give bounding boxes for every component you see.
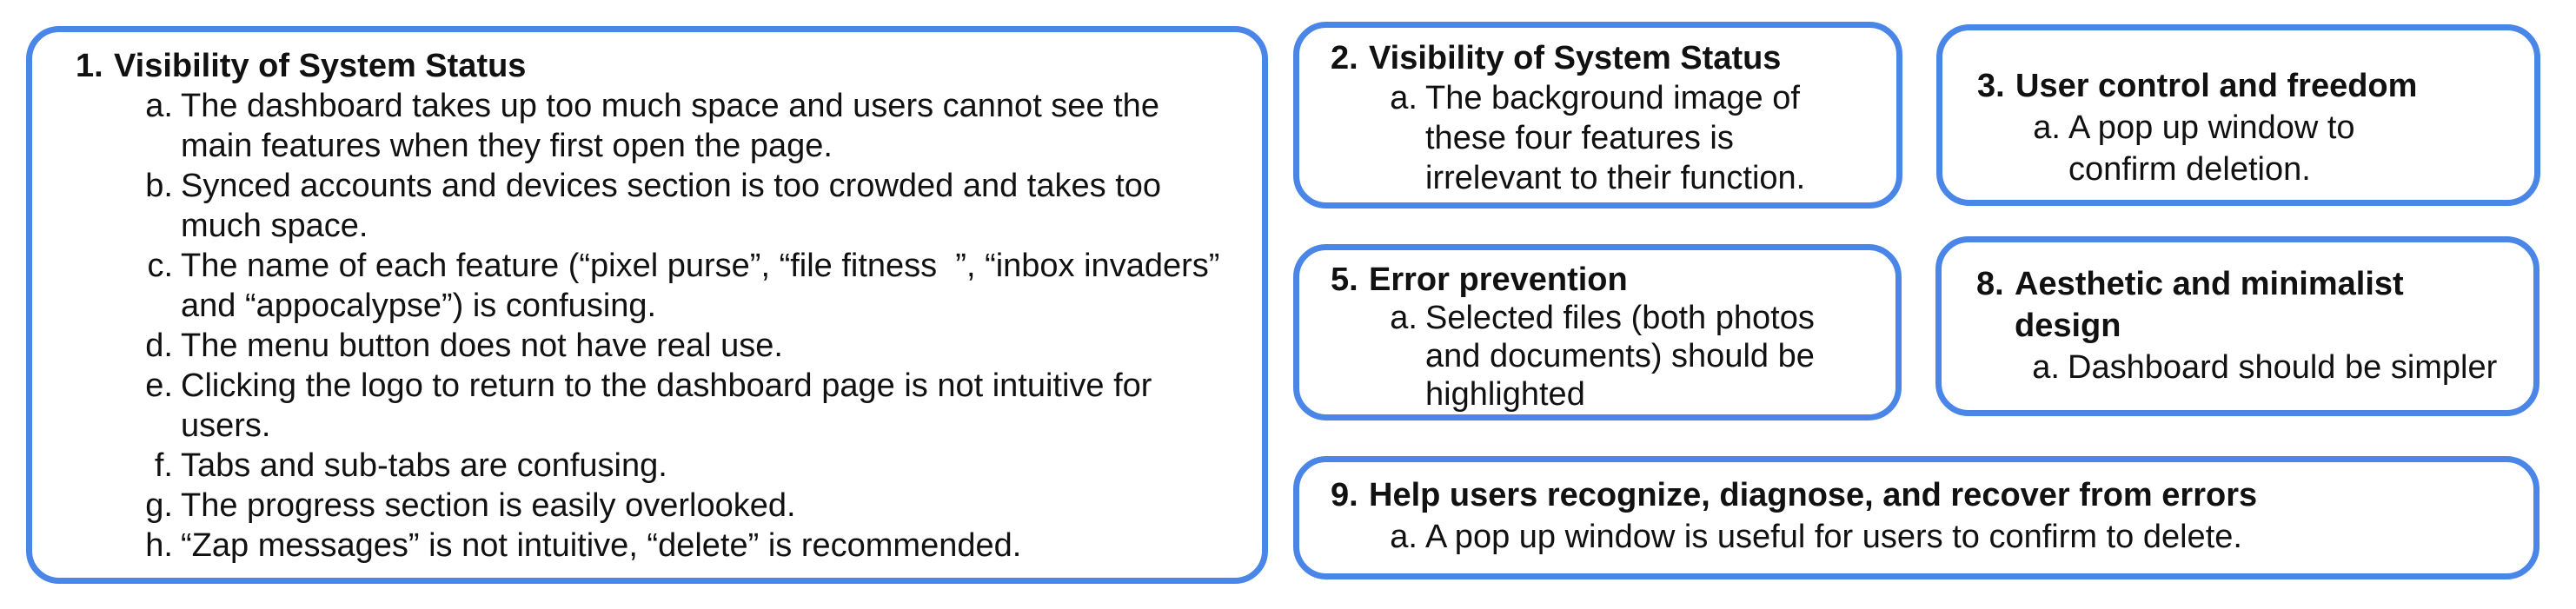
item-text: “Zap messages” is not intuitive, “delete… xyxy=(181,527,1022,564)
box-number: 2. xyxy=(1331,40,1358,76)
item-marker: a. xyxy=(1390,300,1417,336)
item-text: A pop up window to confirm deletion. xyxy=(2068,109,2365,188)
item-text: A pop up window is useful for users to c… xyxy=(1425,519,2242,555)
list-item: e. Clicking the logo to return to the da… xyxy=(138,366,1227,446)
item-marker: d. xyxy=(145,328,173,364)
item-marker: a. xyxy=(145,88,173,124)
box-title: Visibility of System Status xyxy=(1369,40,1782,76)
item-text: Dashboard should be simpler xyxy=(2068,349,2498,386)
list-item: a. The background image of these four fe… xyxy=(1383,78,1870,198)
heuristic-box-8-aesthetic-and-minimalist-design: 8. Aesthetic and minimalist design a. Da… xyxy=(1935,236,2539,416)
box-number: 3. xyxy=(1977,68,2005,104)
box-item-list: a. A pop up window to confirm deletion. xyxy=(2026,107,2465,190)
item-text: Synced accounts and devices section is t… xyxy=(181,168,1171,244)
heuristic-box-2-visibility-of-system-status: 2. Visibility of System Status a. The ba… xyxy=(1293,22,1902,209)
box-title: Visibility of System Status xyxy=(114,48,527,84)
item-text: Tabs and sub-tabs are confusing. xyxy=(181,447,667,484)
item-marker: a. xyxy=(1390,519,1417,555)
item-marker: f. xyxy=(154,447,173,484)
box-item-list: a. Selected files (both photos and docum… xyxy=(1383,299,1869,414)
item-marker: c. xyxy=(147,248,173,284)
item-text: Clicking the logo to return to the dashb… xyxy=(181,367,1162,444)
item-marker: b. xyxy=(145,168,173,204)
item-text: Selected files (both photos and document… xyxy=(1425,300,1824,413)
item-text: The dashboard takes up too much space an… xyxy=(181,88,1169,164)
box-title: Error prevention xyxy=(1369,261,1628,298)
list-item: a. The dashboard takes up too much space… xyxy=(138,86,1227,166)
item-marker: g. xyxy=(145,487,173,524)
item-marker: a. xyxy=(2032,349,2060,386)
box-number: 1. xyxy=(76,48,103,84)
list-item: d. The menu button does not have real us… xyxy=(138,326,1227,366)
box-title-row: 8. Aesthetic and minimalist design xyxy=(1976,263,2516,347)
box-item-list: a. The background image of these four fe… xyxy=(1383,78,1870,198)
heuristic-box-5-error-prevention: 5. Error prevention a. Selected files (b… xyxy=(1293,244,1902,420)
box-title-row: 2. Visibility of System Status xyxy=(1331,38,1870,78)
heuristic-box-3-user-control-and-freedom: 3. User control and freedom a. A pop up … xyxy=(1936,24,2540,206)
box-title-row: 5. Error prevention xyxy=(1331,261,1869,299)
list-item: c. The name of each feature (“pixel purs… xyxy=(138,246,1227,326)
list-item: f. Tabs and sub-tabs are confusing. xyxy=(138,446,1227,486)
box-title: Aesthetic and minimalist design xyxy=(2015,266,2404,344)
box-item-list: a. Dashboard should be simpler xyxy=(2025,347,2516,388)
item-text: The progress section is easily overlooke… xyxy=(181,487,796,524)
box-number: 5. xyxy=(1331,261,1358,298)
box-title-row: 9. Help users recognize, diagnose, and r… xyxy=(1331,474,2507,516)
item-marker: a. xyxy=(1390,80,1417,116)
box-title: Help users recognize, diagnose, and reco… xyxy=(1369,477,2258,513)
list-item: a. Selected files (both photos and docum… xyxy=(1383,299,1869,414)
item-text: The background image of these four featu… xyxy=(1425,80,1809,196)
item-text: The name of each feature (“pixel purse”,… xyxy=(181,248,1229,324)
box-title: User control and freedom xyxy=(2015,68,2418,104)
box-number: 9. xyxy=(1331,477,1358,513)
box-item-list: a. A pop up window is useful for users t… xyxy=(1383,516,2507,558)
list-item: a. A pop up window to confirm deletion. xyxy=(2026,107,2465,190)
box-number: 8. xyxy=(1976,266,2004,302)
item-marker: h. xyxy=(145,527,173,564)
item-text: The menu button does not have real use. xyxy=(181,328,783,364)
box-title-row: 1. Visibility of System Status xyxy=(76,46,1227,86)
list-item: b. Synced accounts and devices section i… xyxy=(138,166,1227,246)
list-item: g. The progress section is easily overlo… xyxy=(138,486,1227,526)
box-item-list: a. The dashboard takes up too much space… xyxy=(138,86,1227,566)
heuristic-box-1-visibility-of-system-status: 1. Visibility of System Status a. The da… xyxy=(26,26,1268,584)
box-title-row: 3. User control and freedom xyxy=(1977,65,2465,107)
item-marker: e. xyxy=(145,367,173,404)
item-marker: a. xyxy=(2033,109,2061,146)
list-item: a. A pop up window is useful for users t… xyxy=(1383,516,2507,558)
list-item: h. “Zap messages” is not intuitive, “del… xyxy=(138,526,1227,566)
list-item: a. Dashboard should be simpler xyxy=(2025,347,2516,388)
heuristic-box-9-help-users-recognize-diagnose-recover: 9. Help users recognize, diagnose, and r… xyxy=(1293,456,2539,579)
